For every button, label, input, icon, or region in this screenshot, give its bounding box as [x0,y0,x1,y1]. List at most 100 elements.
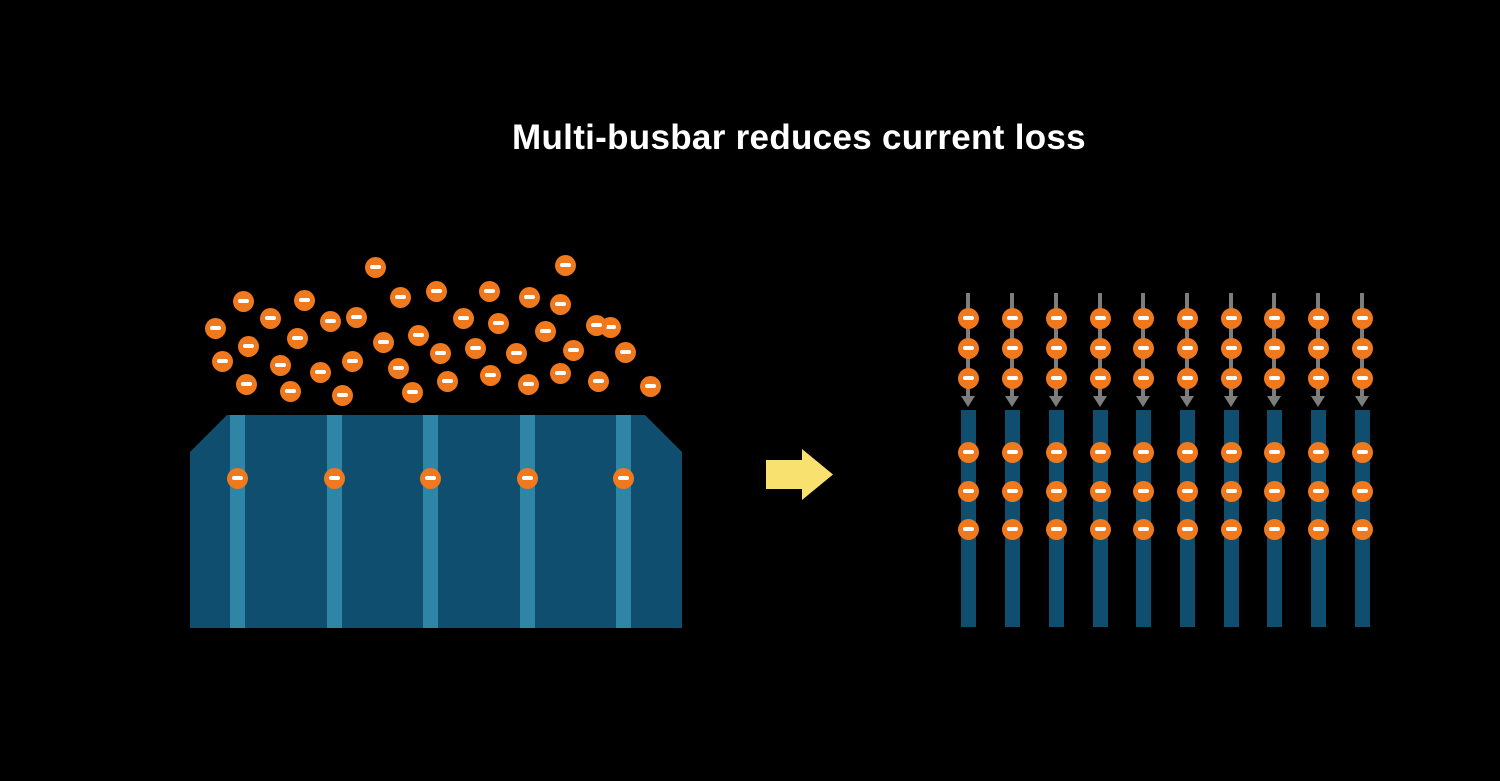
electron-icon [1045,518,1067,540]
minus-sign [1225,316,1237,320]
minus-sign [1225,450,1237,454]
minus-sign [617,476,629,480]
minus-sign [231,476,243,480]
electron-icon [639,375,661,397]
electron-icon [364,256,386,278]
electron-icon [1307,367,1329,389]
minus-sign [1268,527,1280,531]
minus-sign [1356,376,1368,380]
minus-sign [291,336,303,340]
minus-sign [523,295,535,299]
electron-icon [1220,518,1242,540]
down-arrow-head-icon [1180,396,1194,407]
electron-icon [1045,367,1067,389]
minus-sign [1094,450,1106,454]
electron-icon [534,320,556,342]
electron-icon [1220,367,1242,389]
minus-sign [1356,450,1368,454]
down-arrow-head-icon [1311,396,1325,407]
electron-icon [286,327,308,349]
electron-icon [517,373,539,395]
minus-sign [1050,316,1062,320]
minus-sign [483,289,495,293]
busbar-column [957,293,979,627]
minus-sign [1137,450,1149,454]
minus-sign [962,489,974,493]
down-arrow-head-icon [1093,396,1107,407]
minus-sign [1356,489,1368,493]
minus-sign [394,295,406,299]
electron-icon [478,280,500,302]
minus-sign [216,359,228,363]
electron-icon [487,312,509,334]
minus-sign [962,346,974,350]
electron-icon [1132,441,1154,463]
electron-icon [1263,518,1285,540]
electron-icon [957,337,979,359]
electron-icon [309,361,331,383]
electron-icon [1089,441,1111,463]
electron-icon [1176,307,1198,329]
electron-icon [1132,480,1154,502]
minus-sign [484,373,496,377]
electron-icon [345,306,367,328]
electron-icon [436,370,458,392]
minus-sign [328,476,340,480]
minus-sign [962,316,974,320]
down-arrow-head-icon [1005,396,1019,407]
electron-icon [549,293,571,315]
minus-sign [1094,489,1106,493]
minus-sign [434,351,446,355]
minus-sign [457,316,469,320]
electron-icon [235,373,257,395]
electron-icon [387,357,409,379]
minus-sign [1312,527,1324,531]
minus-sign [510,351,522,355]
minus-sign [1006,346,1018,350]
minus-sign [1094,346,1106,350]
minus-sign [1225,489,1237,493]
electron-icon [518,286,540,308]
electron-icon [1307,518,1329,540]
electron-icon [1307,337,1329,359]
minus-sign [264,316,276,320]
electron-icon [1220,307,1242,329]
electron-icon [1351,337,1373,359]
minus-sign [1356,316,1368,320]
electron-icon [614,341,636,363]
electron-icon [232,290,254,312]
electron-icon [1001,480,1023,502]
minus-sign [424,476,436,480]
busbar-column [1263,293,1285,627]
minus-sign [298,298,310,302]
minus-sign [1181,316,1193,320]
minus-sign [314,370,326,374]
minus-sign [284,389,296,393]
minus-sign [1094,316,1106,320]
minus-sign [962,527,974,531]
minus-sign [604,325,616,329]
electron-icon [1001,337,1023,359]
electron-icon [1089,307,1111,329]
minus-sign [1268,346,1280,350]
electron-icon [1089,480,1111,502]
minus-sign [1312,346,1324,350]
busbar-column [1045,293,1067,627]
minus-sign [1225,346,1237,350]
electron-icon [419,467,441,489]
electron-icon [1176,367,1198,389]
minus-sign [539,329,551,333]
electron-icon [1089,337,1111,359]
minus-sign [1137,376,1149,380]
electron-icon [1001,367,1023,389]
electron-icon [1176,518,1198,540]
minus-sign [1225,376,1237,380]
minus-sign [590,323,602,327]
busbar-column [1351,293,1373,627]
electron-icon [341,350,363,372]
electron-icon [587,370,609,392]
electron-icon [1351,480,1373,502]
minus-sign [392,366,404,370]
